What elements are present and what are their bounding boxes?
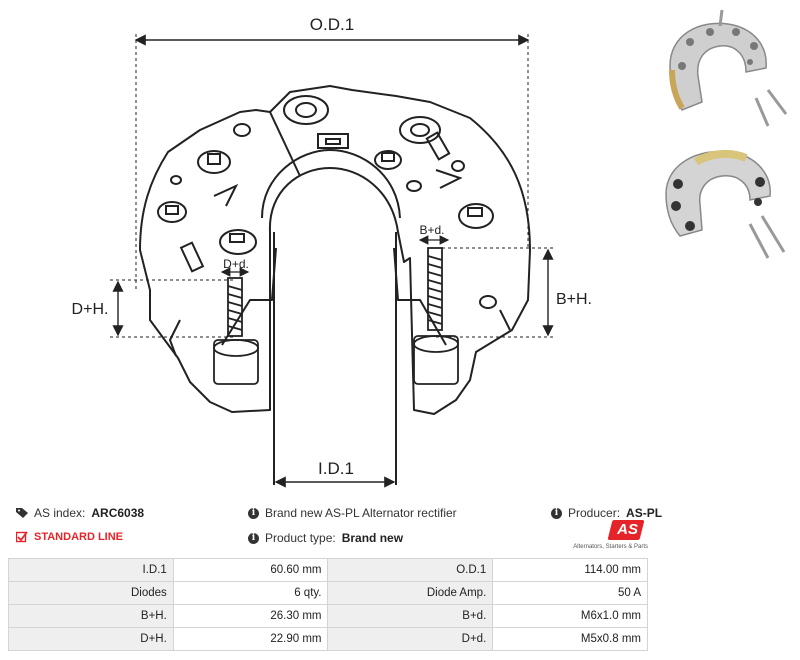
specifications-table: I.D.1 60.60 mm O.D.1 114.00 mm Diodes 6 … — [8, 558, 648, 651]
table-row: Diodes 6 qty. Diode Amp. 50 A — [8, 581, 648, 605]
dd-label: D+d. — [223, 257, 249, 271]
spec-label: D+d. — [327, 627, 494, 651]
as-index-label: AS index: — [34, 506, 86, 520]
id-label: I.D.1 — [318, 459, 354, 478]
product-photo-bottom[interactable] — [650, 140, 790, 264]
rectifier-technical-drawing: O.D.1 — [72, 15, 592, 488]
table-row: B+H. 26.30 mm B+d. M6x1.0 mm — [8, 604, 648, 628]
tag-icon — [16, 508, 28, 518]
spec-value: 26.30 mm — [172, 604, 329, 628]
table-row: D+H. 22.90 mm D+d. M5x0.8 mm — [8, 627, 648, 651]
product-type: i Product type: Brand new — [248, 531, 403, 545]
bh-label: B+H. — [556, 291, 592, 308]
standard-line: STANDARD LINE — [16, 531, 123, 543]
info-icon: i — [248, 532, 259, 544]
spec-value: M5x0.8 mm — [492, 627, 648, 651]
spec-label: Diode Amp. — [327, 581, 494, 605]
spec-value: 22.90 mm — [172, 627, 329, 651]
as-pl-logo: AS Alternators, Starters & Parts — [573, 520, 648, 554]
spec-value: 114.00 mm — [492, 558, 648, 582]
table-row: I.D.1 60.60 mm O.D.1 114.00 mm — [8, 558, 648, 582]
spec-value: M6x1.0 mm — [492, 604, 648, 628]
spec-label: I.D.1 — [8, 558, 174, 582]
bd-label: B+d. — [419, 223, 444, 237]
spec-value: 60.60 mm — [172, 558, 329, 582]
as-index-value: ARC6038 — [91, 506, 145, 520]
dh-label: D+H. — [72, 301, 109, 318]
product-type-value: Brand new — [341, 531, 404, 545]
product-type-label: Product type: — [265, 531, 336, 545]
spec-label: D+H. — [8, 627, 174, 651]
od-label: O.D.1 — [310, 15, 354, 34]
producer-label: Producer: — [568, 506, 621, 520]
checkbox-check-icon — [16, 531, 28, 543]
spec-label: B+d. — [327, 604, 494, 628]
logo-tagline: Alternators, Starters & Parts — [573, 544, 648, 550]
as-index: AS index: ARC6038 — [16, 506, 144, 520]
info-icon: i — [248, 507, 259, 519]
spec-label: B+H. — [8, 604, 174, 628]
standard-line-label: STANDARD LINE — [34, 531, 124, 543]
producer: i Producer: AS-PL — [551, 506, 662, 520]
spec-value: 50 A — [492, 581, 648, 605]
info-icon: i — [551, 507, 562, 519]
spec-label: Diodes — [8, 581, 174, 605]
spec-label: O.D.1 — [327, 558, 494, 582]
description-text: Brand new AS-PL Alternator rectifier — [265, 506, 457, 520]
product-photo-top[interactable] — [650, 6, 790, 130]
logo-text: AS — [617, 521, 638, 538]
producer-value: AS-PL — [626, 506, 663, 520]
description: i Brand new AS-PL Alternator rectifier — [248, 506, 457, 520]
spec-value: 6 qty. — [172, 581, 329, 605]
